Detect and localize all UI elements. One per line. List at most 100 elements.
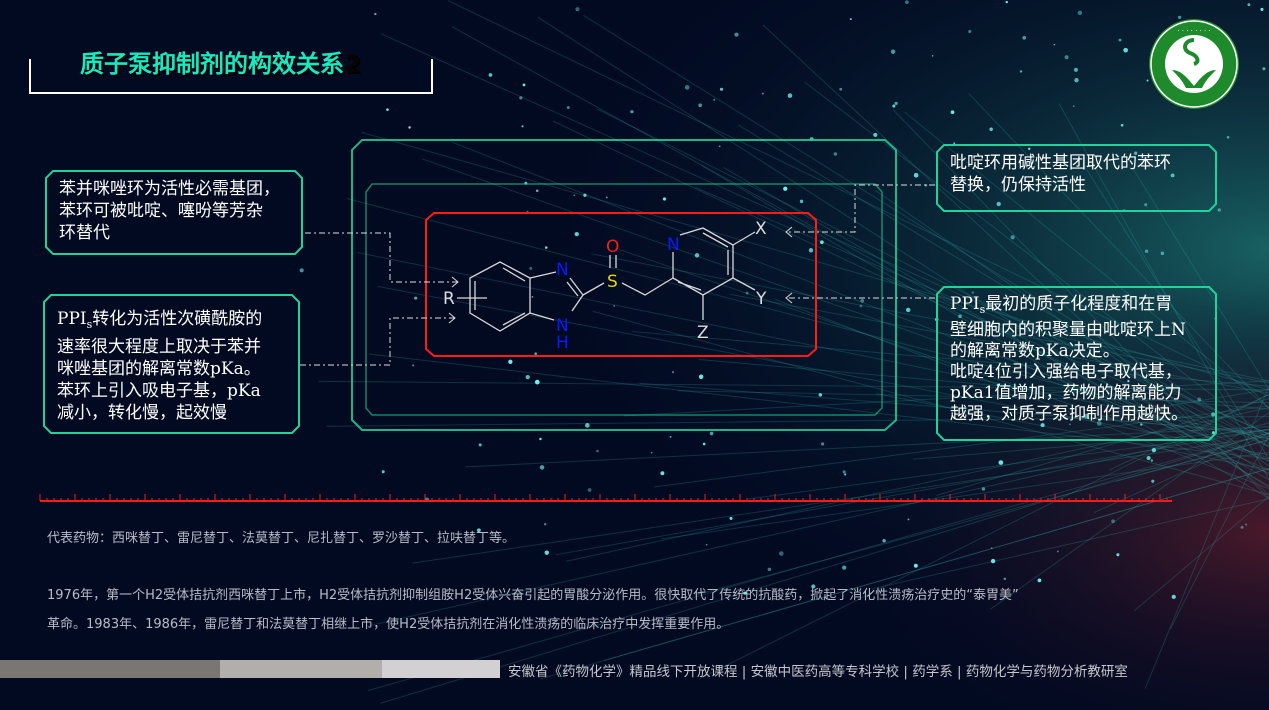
particle-dot (767, 567, 772, 572)
particle-dot (299, 268, 304, 273)
particle-dot (1133, 151, 1138, 156)
particle-dot (1083, 413, 1089, 419)
particle-dot (745, 291, 749, 295)
particle-dot (811, 584, 816, 589)
college-logo: · · · · · · · · (1149, 19, 1239, 109)
particle-dot (1211, 412, 1216, 417)
light-ray (1144, 385, 1269, 689)
light-ray (723, 167, 1269, 487)
particle-dot (630, 110, 634, 114)
particle-dot (698, 374, 704, 379)
particle-dot (566, 106, 570, 109)
particle-dot (539, 465, 545, 470)
title-frame (29, 59, 433, 94)
particle-dot (718, 145, 721, 148)
particle-dot (1262, 67, 1266, 71)
particle-dot (531, 296, 534, 298)
light-ray (1085, 416, 1269, 436)
particle-dot (842, 565, 847, 570)
history-line-1: 1976年，第一个H2受体拮抗剂西咪替丁上市，H2受体拮抗剂抑制组胺H2受体兴奋… (47, 588, 1019, 603)
particle-dot (996, 201, 1001, 207)
light-ray (346, 198, 1269, 440)
light-ray (1058, 103, 1269, 480)
particle-dot (671, 371, 674, 374)
particle-dot (660, 471, 665, 476)
atom-R: R (443, 289, 455, 309)
light-ray (1133, 495, 1269, 612)
particle-dot (1151, 447, 1157, 453)
particle-dot (968, 30, 972, 34)
particle-dot (535, 189, 539, 193)
particle-dot (605, 196, 608, 199)
particle-dot (905, 307, 911, 313)
particle-dot (1077, 10, 1083, 16)
particle-dot (1072, 356, 1075, 358)
light-ray (597, 108, 1269, 447)
particle-dot (1064, 55, 1069, 60)
box-frame (936, 144, 1217, 212)
particle-dot (1171, 594, 1176, 600)
light-ray (677, 390, 1269, 404)
particle-dot (913, 172, 919, 178)
particle-dot (719, 87, 724, 91)
particle-dot (522, 83, 526, 87)
particle-dot (519, 96, 523, 100)
particle-dot (1003, 577, 1007, 581)
light-ray (537, 16, 1269, 488)
particle-dot (705, 543, 708, 546)
particle-dot (953, 142, 956, 145)
note-pyridine: 吡啶环用碱性基团取代的苯环替换，仍保持活性 (936, 144, 1217, 212)
particle-dot (1146, 79, 1149, 82)
box-frame (45, 170, 303, 255)
light-ray (762, 24, 1269, 496)
particle-dot (787, 93, 793, 98)
particle-dot (998, 460, 1004, 465)
light-ray (451, 26, 1269, 481)
light-ray (632, 331, 1269, 387)
light-ray (1003, 356, 1269, 471)
light-ray (980, 320, 1269, 382)
particle-dot (596, 449, 599, 453)
particle-dot (1019, 70, 1023, 73)
particle-dot (534, 379, 540, 385)
box-frame (936, 286, 1217, 441)
light-ray (357, 252, 1269, 440)
particle-dot (1073, 67, 1078, 72)
light-ray (700, 164, 1269, 499)
particle-dot (1005, 0, 1008, 4)
particle-dot (414, 296, 418, 300)
particle-dot (1212, 431, 1215, 435)
light-ray (380, 432, 1269, 704)
light-ray (1115, 439, 1269, 482)
particle-dot (849, 18, 852, 21)
particle-dot (583, 193, 587, 197)
particle-dot (859, 304, 863, 308)
particle-dot (783, 186, 788, 191)
particle-dot (729, 516, 733, 520)
light-ray (804, 81, 1269, 440)
particle-dot (408, 126, 411, 129)
atom-H: H (556, 333, 569, 353)
representative-drugs: 代表药物：西咪替丁、雷尼替丁、法莫替丁、尼扎替丁、罗沙替丁、拉呋替丁等。 (47, 531, 516, 546)
particle-dot (381, 470, 385, 474)
particle-dot (1247, 3, 1251, 7)
particle-dot (1040, 423, 1045, 428)
particle-dot (539, 437, 542, 441)
particle-dot (971, 291, 975, 294)
light-ray (694, 439, 1269, 596)
light-ray (1123, 386, 1269, 475)
particle-dot (508, 359, 513, 364)
particle-dot (575, 7, 580, 12)
history-line-2: 革命。1983年、1986年，雷尼替丁和法莫替丁相继上市，使H2受体拮抗剂在消化… (47, 617, 730, 632)
atom-S: S (607, 272, 618, 292)
particle-dot (476, 528, 481, 533)
particle-dot (1096, 421, 1102, 426)
particle-dot (544, 523, 547, 526)
particle-dot (662, 197, 667, 201)
particle-dot (1111, 519, 1115, 524)
light-ray (639, 382, 1269, 434)
atom-NH: N (556, 316, 569, 336)
particle-dot (1217, 208, 1221, 212)
light-ray (876, 393, 1269, 471)
particle-dot (990, 558, 996, 564)
